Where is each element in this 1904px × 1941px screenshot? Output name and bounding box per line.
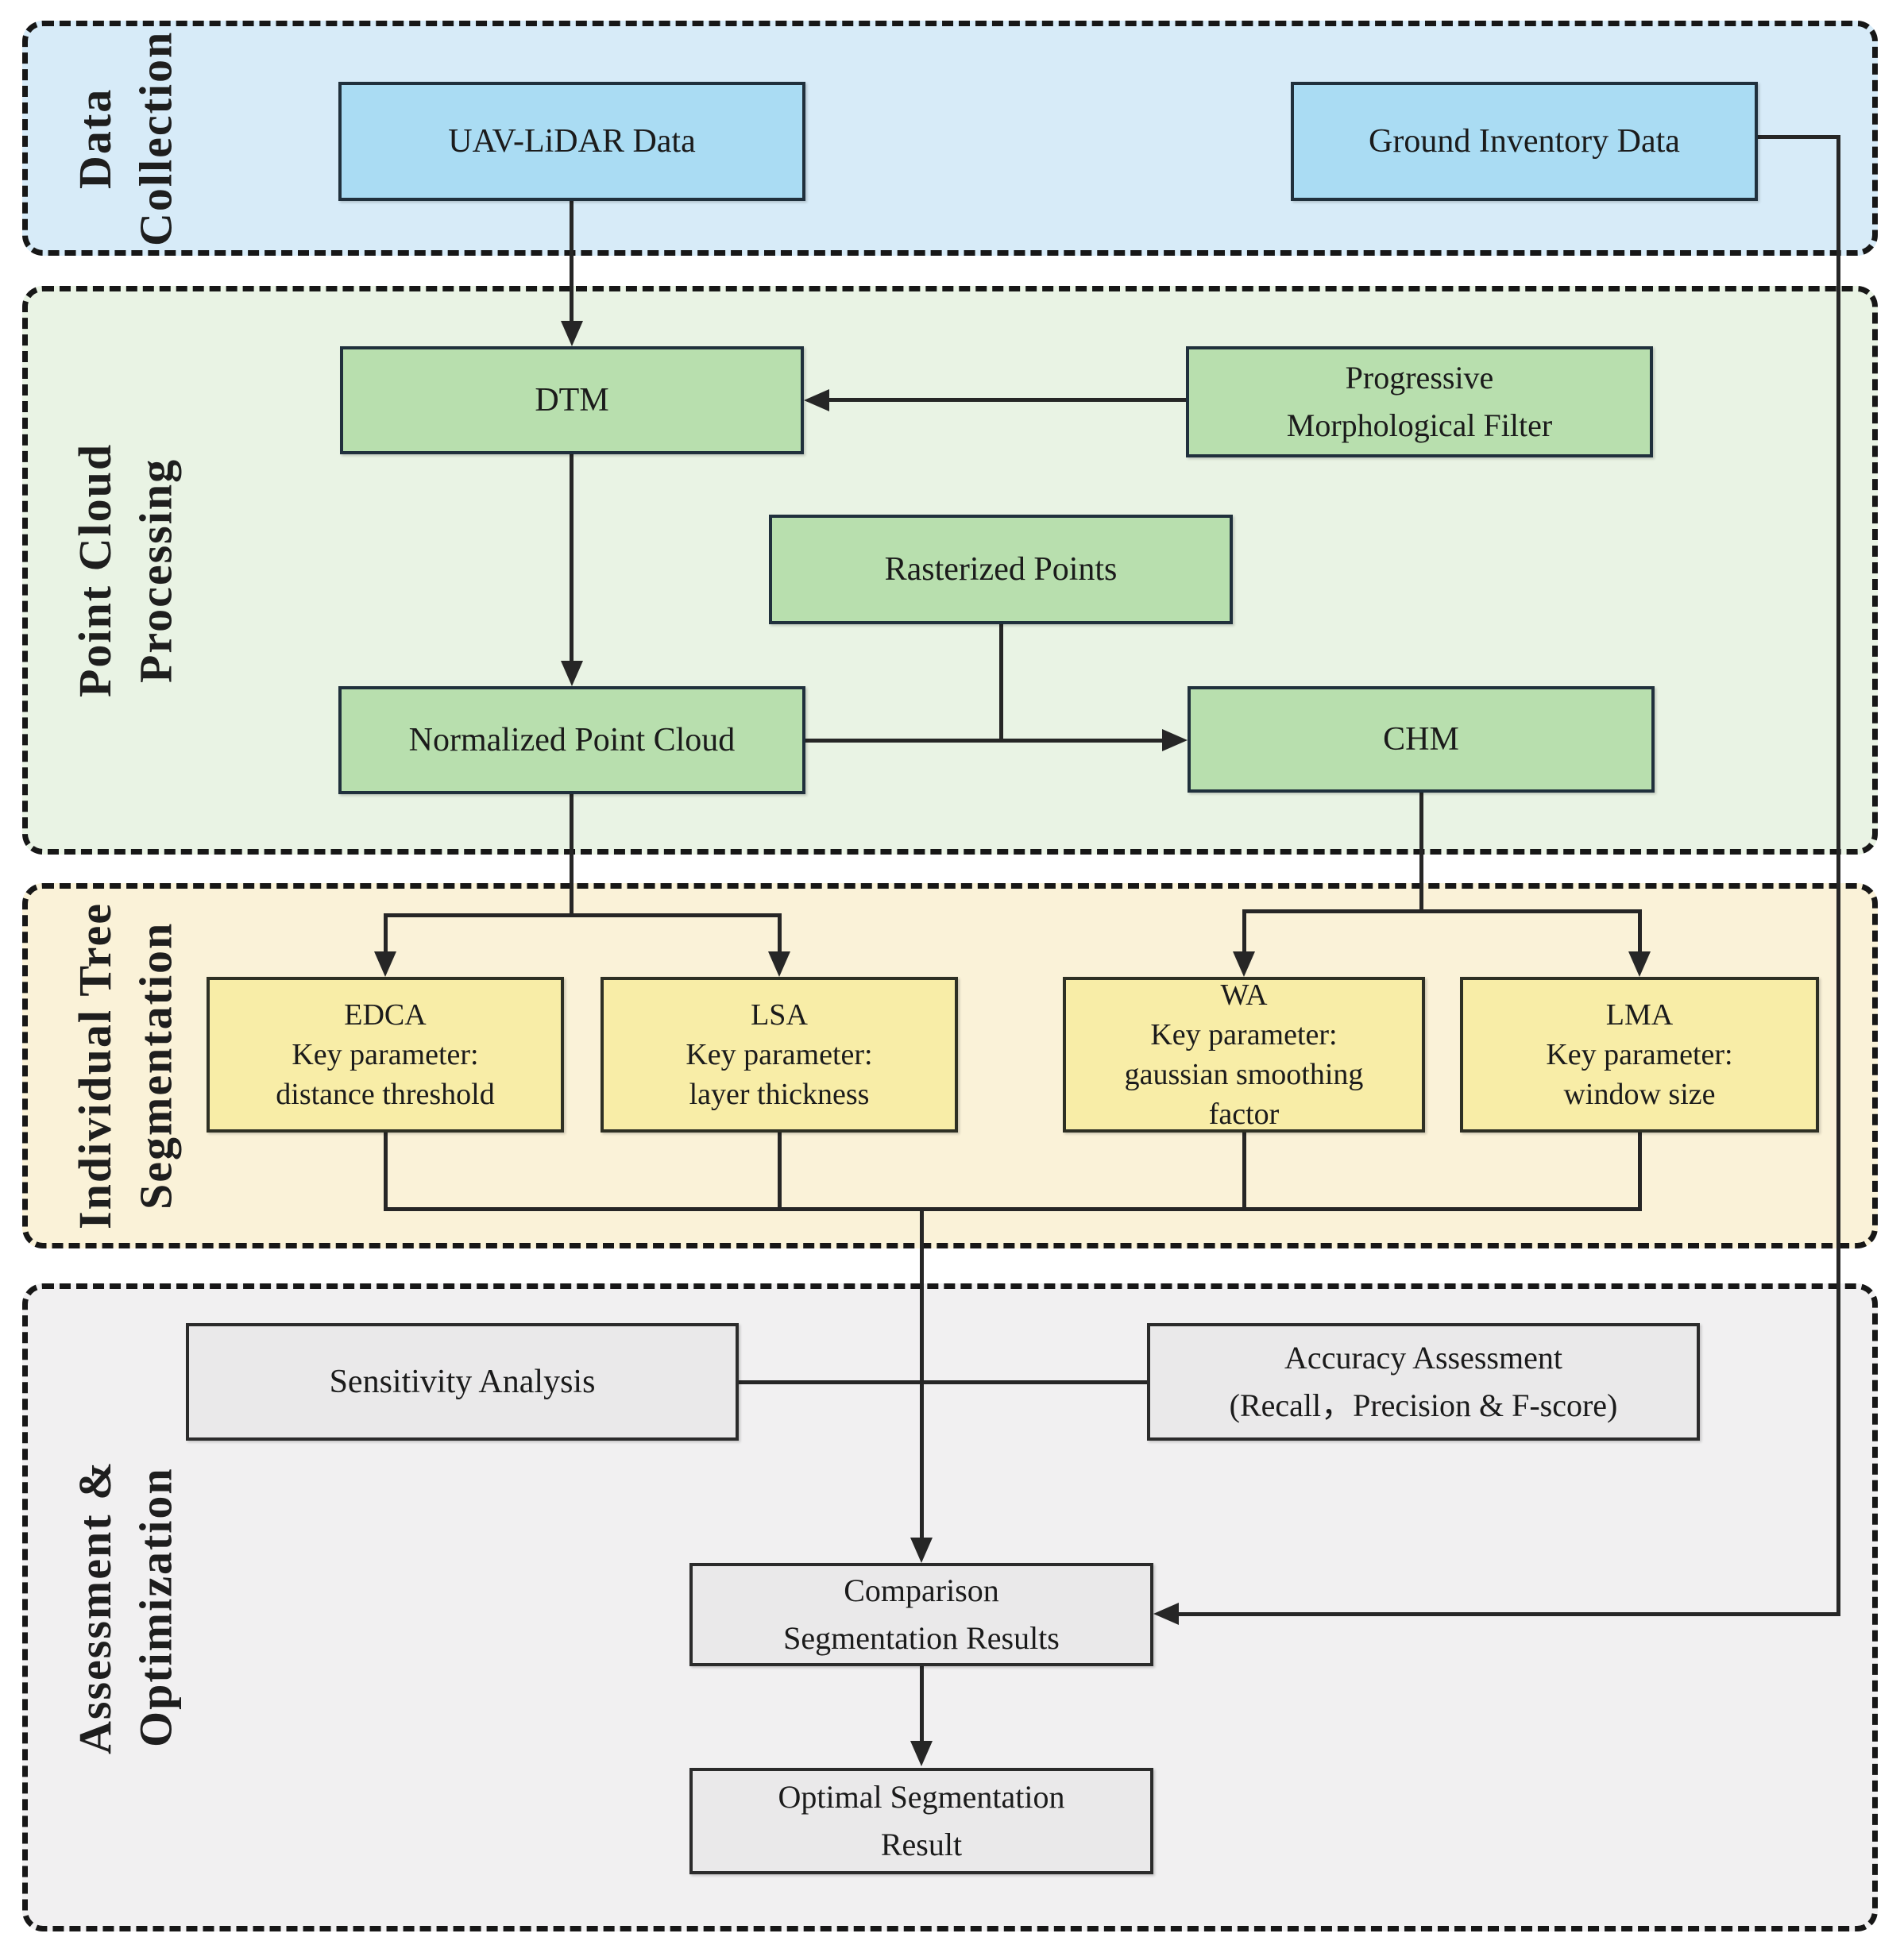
node-accuracy-assessment: Accuracy Assessment (Recall，Precision & … [1147,1323,1700,1441]
arrowhead-into-npc [561,661,583,686]
node-label: CHM [1383,720,1459,758]
node-label: WA [1220,978,1268,1012]
arrowhead-into-lsa [768,951,790,977]
node-uav-lidar-data: UAV-LiDAR Data [338,82,805,201]
arrowhead-into-edca [374,951,396,977]
node-label: Accuracy Assessment [1284,1340,1562,1376]
section-label-data-collection: Data Collection [65,21,187,256]
flow-line-chm-splitter [1419,793,1423,912]
node-label: distance threshold [276,1078,495,1112]
section-label-line: Individual Tree [69,902,121,1229]
arrowhead-into-dtm [561,321,583,346]
node-wa: WA Key parameter: gaussian smoothing fac… [1063,977,1425,1133]
flow-line-gid-down [1836,135,1840,1614]
flow-collector-lsa [778,1133,782,1211]
flow-line-npc-chm [805,739,1164,743]
flow-collector-edca [384,1133,388,1211]
flow-line-sensitivity-accuracy [739,1380,1147,1384]
flow-drop-lma [1638,909,1642,953]
section-label-individual-tree-segmentation: Individual Tree Segmentation [65,883,187,1248]
node-label: Morphological Filter [1286,407,1553,443]
node-edca: EDCA Key parameter: distance threshold [207,977,564,1133]
node-optimal-segmentation-result: Optimal Segmentation Result [689,1768,1153,1874]
node-label: Normalized Point Cloud [408,721,736,758]
section-label-line: Assessment & [69,1460,121,1755]
node-ground-inventory-data: Ground Inventory Data [1291,82,1758,201]
arrowhead-into-wa [1233,951,1255,977]
node-label: Segmentation Results [783,1620,1060,1656]
node-label: Sensitivity Analysis [329,1363,596,1400]
section-label-assessment-optimization: Assessment & Optimization [65,1283,187,1931]
arrowhead-into-dtm-right [804,389,829,411]
flow-collector-lma [1638,1133,1642,1211]
node-label: gaussian smoothing [1124,1058,1364,1091]
node-chm: CHM [1188,686,1655,793]
flow-line-uav-dtm [570,201,574,322]
arrowhead-into-comparison [910,1538,933,1563]
node-label: layer thickness [689,1078,870,1112]
arrowhead-into-lma [1628,951,1651,977]
node-label: DTM [535,381,609,419]
node-comparison-segmentation-results: Comparison Segmentation Results [689,1563,1153,1666]
section-label-line: Processing [129,457,182,683]
node-label: LSA [751,998,808,1032]
node-label: Key parameter: [1150,1017,1338,1052]
flow-line-gid-in [1177,1612,1840,1616]
section-label-line: Collection [129,30,182,246]
flow-splitter-edca-lsa [384,913,782,917]
node-label: (Recall，Precision & F-score) [1229,1387,1618,1423]
node-label: EDCA [344,998,427,1032]
flow-drop-lsa [778,913,782,953]
section-label-line: Point Cloud [69,442,121,698]
node-label: Optimal Segmentation [778,1779,1065,1815]
flow-line-npc-splitter [570,794,574,917]
flow-line-dtm-npc [570,454,574,662]
node-label: window size [1563,1078,1716,1112]
section-label-line: Data [69,87,121,189]
node-rasterized-points: Rasterized Points [769,515,1233,624]
node-label: Result [880,1827,963,1862]
node-label: Comparison [844,1572,999,1608]
arrowhead-into-comparison-right [1153,1603,1179,1625]
section-label-line: Optimization [129,1467,182,1748]
node-normalized-point-cloud: Normalized Point Cloud [338,686,805,794]
flow-line-pmf-dtm [828,398,1186,402]
flow-collector-wa [1242,1133,1246,1211]
flow-line-comparison-optimal [920,1666,924,1742]
node-label: Progressive [1345,360,1494,396]
node-label: Ground Inventory Data [1369,122,1680,160]
flow-line-gid-out [1758,135,1840,139]
flow-drop-wa [1242,909,1246,953]
node-label: UAV-LiDAR Data [448,122,696,160]
node-label: Key parameter: [686,1037,873,1071]
node-label: factor [1208,1098,1280,1132]
node-progressive-morphological-filter: Progressive Morphological Filter [1186,346,1653,457]
node-lsa: LSA Key parameter: layer thickness [601,977,958,1133]
flow-drop-edca [384,913,388,953]
flow-line-rasterized-join [999,624,1003,742]
node-label: Key parameter: [1546,1037,1733,1071]
flow-collector-bar [384,1207,1642,1211]
node-lma: LMA Key parameter: window size [1460,977,1819,1133]
node-sensitivity-analysis: Sensitivity Analysis [186,1323,739,1441]
arrowhead-into-optimal [910,1741,933,1766]
section-label-point-cloud-processing: Point Cloud Processing [65,286,187,855]
flow-splitter-wa-lma [1242,909,1642,913]
node-label: Rasterized Points [884,550,1118,588]
section-label-line: Segmentation [129,921,182,1210]
node-label: Key parameter: [292,1037,479,1071]
node-dtm: DTM [340,346,804,454]
node-label: LMA [1605,998,1674,1032]
arrowhead-into-chm [1162,729,1188,751]
flow-line-collector-comparison [920,1207,924,1539]
